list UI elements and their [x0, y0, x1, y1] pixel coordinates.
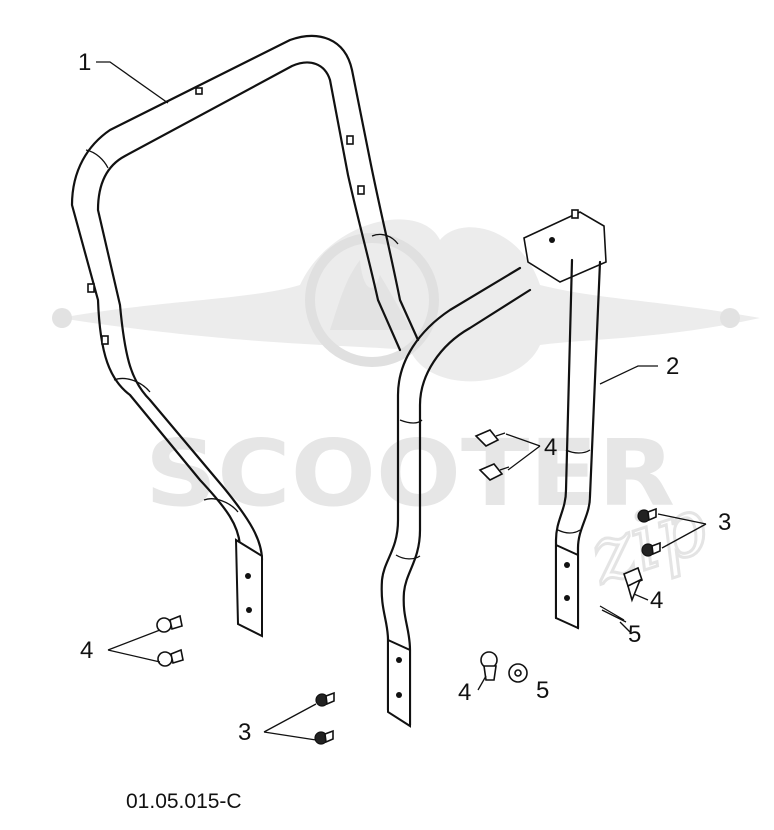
- roll-bar-right-bracket-stud: [571, 209, 579, 219]
- watermark-wing-right-dot: [720, 308, 740, 328]
- watermark-wing-left-dot: [52, 308, 72, 328]
- roll-bar-left-inner: [96, 61, 402, 562]
- callout-part-4: 4: [458, 679, 471, 706]
- roll-bar-right-bend-ring: [565, 449, 591, 454]
- bolt-icon: [474, 429, 506, 447]
- nut-icon: [314, 729, 334, 745]
- callout-part-5: 5: [536, 677, 549, 704]
- roll-bar-left-tab: [357, 185, 365, 195]
- watermark-emblem-ring: [305, 233, 439, 367]
- roll-bar-left-tab: [346, 135, 354, 145]
- roll-bar-left-tab: [87, 283, 95, 293]
- bolt-icon: [157, 648, 184, 667]
- scooter-zip-watermark: SCOOTER zip: [52, 219, 760, 604]
- roll-bar-left-bend-ring: [371, 233, 399, 245]
- roll-bar-right-front-leg-inner: [402, 288, 532, 727]
- roll-bar-right-rear-plate-hole: [564, 595, 570, 601]
- callout-part-4: 4: [544, 434, 557, 461]
- leader-line: [107, 629, 161, 663]
- roll-bar-left: [70, 34, 420, 638]
- diagram-code: 01.05.015-C: [126, 790, 242, 813]
- roll-bar-left-bend-ring: [203, 498, 239, 513]
- roll-bar-right-bracket-hole: [549, 237, 555, 243]
- callout-part-1: 1: [78, 49, 91, 76]
- roll-bar-right: [380, 209, 607, 728]
- roll-bar-right-bend-ring: [399, 419, 423, 424]
- callout-part-3: 3: [238, 719, 251, 746]
- roll-bar-left-mount-plate: [234, 538, 263, 638]
- leader-line: [657, 513, 707, 549]
- roll-bar-right-front-leg-outer: [380, 266, 522, 712]
- roll-bar-right-bend-ring: [395, 554, 421, 560]
- roll-bar-right-rear-leg-inner: [576, 260, 602, 630]
- roll-bar-right-rear-plate: [555, 543, 579, 630]
- roll-bar-right-bend-ring: [557, 529, 581, 534]
- leader-line: [619, 621, 631, 633]
- leader-line: [96, 61, 169, 104]
- callout-part-4: 4: [80, 637, 93, 664]
- bolt-icon: [478, 463, 510, 481]
- leader-line: [505, 433, 541, 471]
- nut-icon: [315, 691, 335, 707]
- leader-line: [599, 365, 658, 385]
- nut-icon: [641, 541, 661, 557]
- roll-bar-right-front-plate: [387, 638, 411, 728]
- roll-bar-left-bend-ring: [113, 377, 151, 393]
- bolt-icon: [156, 614, 183, 633]
- callout-part-4: 4: [650, 587, 663, 614]
- callout-part-5: 5: [628, 621, 641, 648]
- leader-line: [477, 675, 487, 691]
- pin-icon: [599, 605, 627, 623]
- leader-line: [263, 703, 317, 741]
- callout-part-2: 2: [666, 353, 679, 380]
- roll-bar-left-plate-hole: [246, 607, 252, 613]
- leader-line: [633, 593, 649, 601]
- callout-part-3: 3: [718, 509, 731, 536]
- roll-bar-right-rear-leg-outer: [554, 258, 574, 620]
- roll-bar-right-front-plate-hole: [396, 657, 402, 663]
- roll-bar-left-plate-hole: [245, 573, 251, 579]
- nut-icon: [637, 507, 657, 523]
- roll-bar-right-rear-plate-hole: [564, 562, 570, 568]
- roll-bar-right-top-bracket: [523, 211, 607, 283]
- washer-icon: [508, 663, 528, 683]
- roll-bar-left-tab: [101, 335, 109, 345]
- roll-bar-left-outer: [70, 34, 420, 547]
- watermark-wing-shape: [60, 219, 760, 382]
- bolt-icon: [480, 651, 498, 681]
- roll-bar-left-bend-ring: [85, 149, 109, 169]
- roll-bar-left-tab: [195, 87, 203, 95]
- watermark-brand-text: SCOOTER: [145, 420, 675, 527]
- bolt-icon: [623, 566, 643, 603]
- watermark-emblem-flame: [330, 260, 412, 330]
- roll-bar-right-front-plate-hole: [396, 692, 402, 698]
